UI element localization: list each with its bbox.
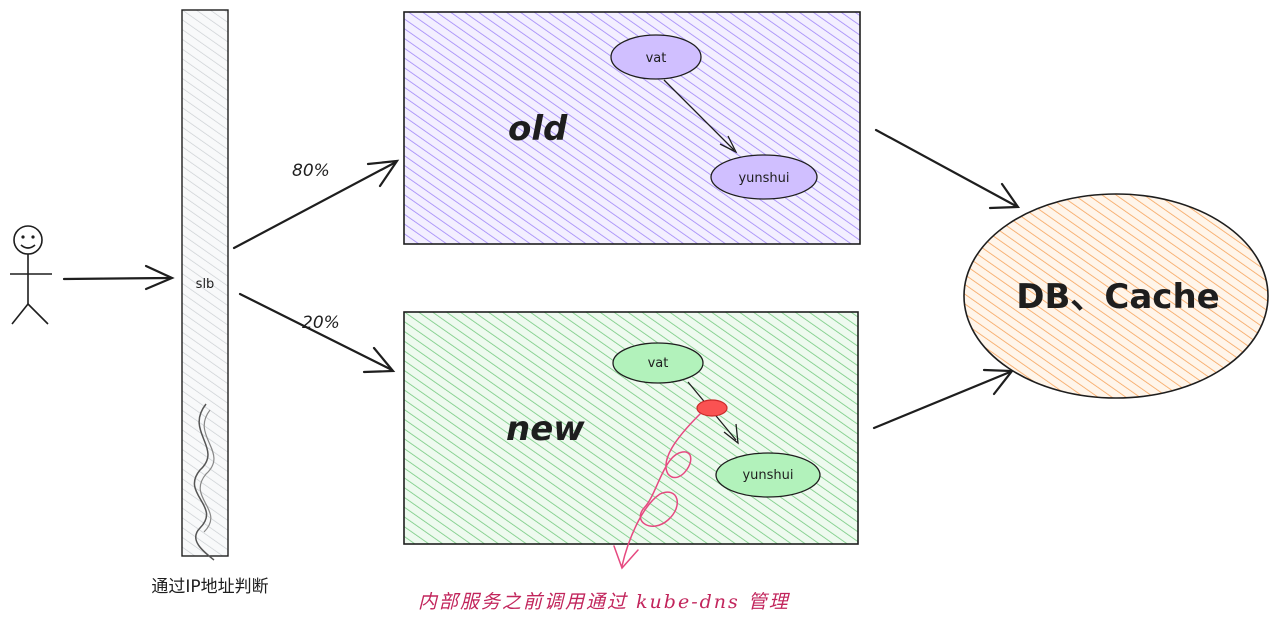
new-cluster-title: new [506, 409, 585, 449]
new-yunshui-label: yunshui [742, 468, 793, 483]
arrow-slb-to-old [232, 159, 400, 250]
arrow-slb-to-new [238, 292, 396, 374]
new-yunshui-node [715, 452, 821, 498]
arrow-new-to-storage [872, 368, 1015, 430]
arrow-old-to-storage [874, 128, 1021, 210]
red-scribble-arrow [613, 413, 701, 570]
storage-label: DB、Cache [1016, 277, 1219, 317]
stick-figure-icon [10, 225, 52, 325]
storage-node [963, 193, 1269, 399]
route-bottom-percent: 20% [302, 313, 340, 333]
annotation-text: 内部服务之前调用通过 kube-dns 管理 [418, 591, 791, 613]
old-vat-node [610, 34, 702, 80]
arrow-user-to-slb [62, 264, 175, 291]
red-marker [696, 399, 728, 417]
slb-pillar [181, 9, 229, 561]
slb-note: 通过IP地址判断 [151, 577, 268, 597]
route-top-percent: 80% [292, 161, 330, 181]
slb-label: slb [196, 277, 215, 292]
old-yunshui-label: yunshui [738, 171, 789, 186]
old-call-arrow [663, 79, 738, 154]
new-vat-node [612, 342, 704, 384]
old-vat-label: vat [646, 51, 667, 66]
new-vat-label: vat [648, 356, 669, 371]
old-cluster-title: old [508, 109, 568, 149]
old-yunshui-node [710, 154, 818, 200]
